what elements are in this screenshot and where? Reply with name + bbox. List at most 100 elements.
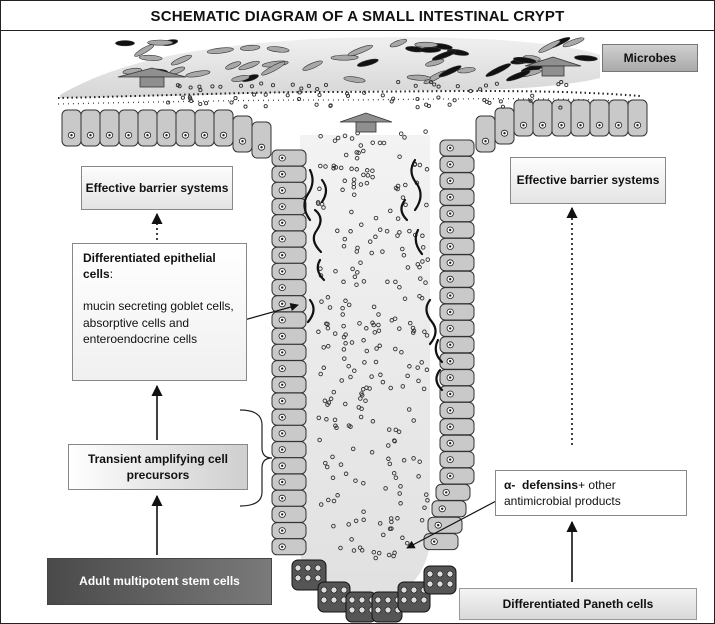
- epithelial-cell: [272, 523, 306, 539]
- microbe: [139, 55, 162, 61]
- epithelial-cell: [440, 370, 474, 386]
- epithelial-cell: [440, 353, 474, 369]
- differentiated-epithelial-box: Differentiated epithelial cells: mucin s…: [72, 243, 247, 381]
- epithelial-cell: [119, 110, 138, 146]
- epithelial-cell: [272, 506, 306, 522]
- epithelial-cell: [272, 344, 306, 360]
- epithelial-cell: [272, 377, 306, 393]
- paneth-cell: [318, 582, 350, 612]
- epithelial-cell: [476, 116, 495, 152]
- epithelial-cell: [440, 271, 474, 287]
- epithelial-cell: [272, 539, 306, 555]
- barrier-systems-left: Effective barrier systems: [81, 166, 233, 210]
- granule: [230, 101, 233, 104]
- epithelial-cell: [272, 263, 306, 279]
- epithelial-cell: [432, 501, 466, 517]
- crypt-wall-left: [272, 150, 306, 555]
- epithelial-cell: [214, 110, 233, 146]
- granule: [399, 132, 403, 136]
- epithelial-cell: [628, 100, 647, 136]
- epithelial-cell: [440, 435, 474, 451]
- granule: [181, 96, 184, 99]
- epithelial-cell: [495, 108, 514, 144]
- epithelial-cell: [436, 484, 470, 500]
- microbe: [148, 40, 173, 45]
- epithelial-cell: [272, 393, 306, 409]
- epithelial-cell: [440, 140, 474, 156]
- granule: [286, 94, 289, 97]
- epithelial-cell: [440, 452, 474, 468]
- epithelial-cell: [233, 116, 252, 152]
- crypt-wall-right: [424, 140, 474, 550]
- differentiated-colon: :: [110, 267, 113, 281]
- epithelial-cell: [533, 100, 552, 136]
- epithelial-cell: [138, 110, 157, 146]
- microbe-layer: [60, 37, 600, 98]
- granule: [381, 94, 384, 97]
- epithelial-cell: [272, 490, 306, 506]
- epithelial-cell: [272, 166, 306, 182]
- granule: [531, 94, 534, 97]
- gate-center: [340, 113, 392, 132]
- granule: [205, 102, 208, 105]
- epithelial-cell: [272, 215, 306, 231]
- epithelial-cell: [440, 255, 474, 271]
- epithelial-cell: [272, 182, 306, 198]
- defensin-bold: defensins: [522, 478, 578, 492]
- epithelial-cell: [440, 222, 474, 238]
- granule: [499, 100, 502, 103]
- granule: [318, 93, 321, 96]
- epithelial-cell: [440, 304, 474, 320]
- epithelial-cell: [272, 247, 306, 263]
- granule: [167, 101, 170, 104]
- granule: [315, 103, 318, 106]
- epithelial-cell: [440, 189, 474, 205]
- granule: [244, 105, 247, 108]
- epithelial-cell: [272, 425, 306, 441]
- differentiated-description: mucin secreting goblet cells, absorptive…: [83, 298, 236, 347]
- paneth-cells-box: Differentiated Paneth cells: [459, 588, 697, 620]
- epithelial-cell: [100, 110, 119, 146]
- epithelial-cell: [440, 337, 474, 353]
- epithelial-cell: [176, 110, 195, 146]
- defensin-plus: + other: [578, 478, 616, 492]
- barrier-systems-right: Effective barrier systems: [510, 157, 666, 204]
- epithelial-cell: [440, 419, 474, 435]
- differentiated-heading: Differentiated epithelial cells: [83, 251, 216, 281]
- epithelial-cell: [440, 156, 474, 172]
- epithelial-cell: [272, 328, 306, 344]
- epithelial-cell: [440, 320, 474, 336]
- granule: [416, 106, 419, 109]
- epithelial-cell: [195, 110, 214, 146]
- defensins-box: α- defensins+ other antimicrobial produc…: [495, 470, 687, 516]
- epithelial-cell: [440, 468, 474, 484]
- epithelial-cell: [552, 100, 571, 136]
- microbe: [331, 55, 358, 61]
- epithelial-cell: [440, 173, 474, 189]
- granule: [448, 103, 451, 106]
- epithelial-cell: [272, 361, 306, 377]
- epithelial-cell: [62, 110, 81, 146]
- epithelial-cell: [272, 458, 306, 474]
- paneth-cell: [424, 566, 456, 594]
- granule: [453, 99, 456, 102]
- defensin-rest: antimicrobial products: [504, 493, 678, 509]
- epithelial-cell: [81, 110, 100, 146]
- granule: [424, 130, 428, 134]
- surface-epithelium-left: [62, 110, 271, 158]
- transient-amplifying-box: Transient amplifying cell precursors: [68, 444, 248, 490]
- epithelial-cell: [571, 100, 590, 136]
- stem-cells-box: Adult multipotent stem cells: [47, 558, 272, 605]
- crypt-lumen: [300, 135, 430, 606]
- epithelial-cell: [272, 409, 306, 425]
- defensin-alpha: α-: [504, 478, 515, 492]
- epithelial-cell: [272, 442, 306, 458]
- microbe: [116, 41, 135, 46]
- epithelial-cell: [272, 296, 306, 312]
- epithelial-cell: [440, 402, 474, 418]
- epithelial-cell: [440, 206, 474, 222]
- granule: [264, 105, 267, 108]
- epithelial-cell: [252, 122, 271, 158]
- epithelial-cell: [272, 231, 306, 247]
- epithelial-cell: [272, 150, 306, 166]
